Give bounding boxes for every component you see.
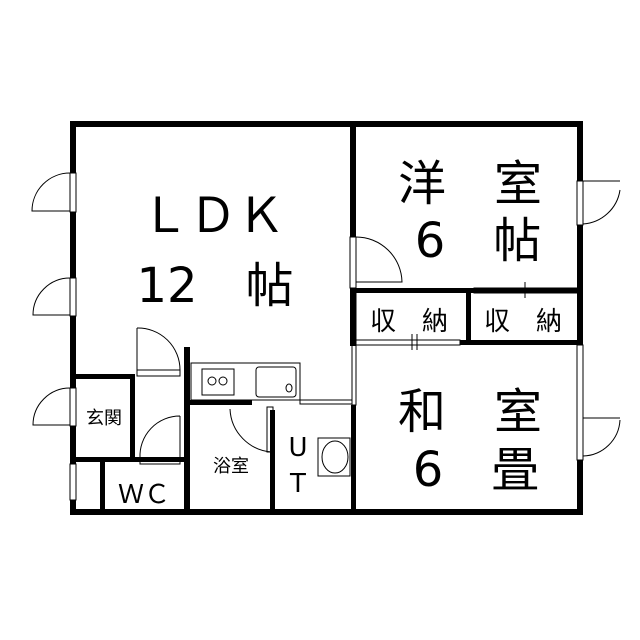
ldk-name: ＬＤＫ [141, 188, 285, 244]
storage-left-label: 収 納 [370, 307, 448, 337]
bath-label: 浴室 [213, 456, 249, 477]
wc-label: ＷＣ [118, 480, 170, 510]
japanese-room-size: 6 畳 [413, 442, 540, 498]
utility-label-u: U [288, 433, 307, 463]
utility-label-t: T [289, 469, 306, 499]
washbasin [317, 437, 351, 477]
storage-right-label: 収 納 [484, 307, 562, 337]
ldk-size: 12 帖 [136, 258, 293, 314]
outer-walls [70, 121, 583, 515]
western-room-size: 6 帖 [415, 213, 542, 269]
western-room-name: 洋 室 [398, 156, 542, 212]
japanese-room-name: 和 室 [398, 384, 542, 440]
interior-walls [76, 121, 580, 515]
kitchen-counter [190, 362, 301, 401]
entrance-label: 玄関 [86, 408, 122, 429]
doors[interactable] [31, 172, 621, 501]
